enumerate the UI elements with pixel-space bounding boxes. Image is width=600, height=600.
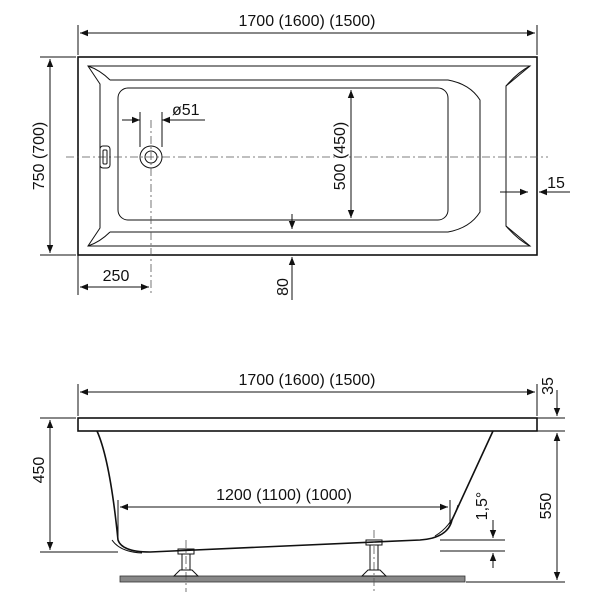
top-view: 1700 (1600) (1500) 750 (700) 500 (450) ø… bbox=[31, 13, 570, 300]
top-length-label: 1700 (1600) (1500) bbox=[239, 13, 376, 30]
inner-width-label: 500 (450) bbox=[332, 122, 349, 191]
drain-diameter-label: ø51 bbox=[172, 102, 200, 119]
tub-bottom bbox=[117, 87, 449, 221]
overflow-icon bbox=[99, 145, 111, 169]
side-view: 1700 (1600) (1500) 35 450 550 1200 (1100… bbox=[31, 372, 565, 592]
drain-offset-label: 250 bbox=[103, 268, 130, 285]
tub-bowl-outline bbox=[87, 65, 532, 247]
tub-outer-rim bbox=[77, 56, 538, 256]
rim-width-label: 80 bbox=[275, 278, 292, 296]
top-width-label: 750 (700) bbox=[31, 122, 48, 191]
total-height-label: 550 bbox=[538, 493, 555, 520]
floor-plate bbox=[119, 575, 466, 583]
rim-thickness-label: 35 bbox=[540, 377, 557, 395]
left-foot bbox=[172, 540, 200, 592]
slope-label: 1,5° bbox=[474, 492, 491, 521]
edge-label: 15 bbox=[547, 175, 565, 192]
side-length-label: 1700 (1600) (1500) bbox=[239, 372, 376, 389]
right-foot bbox=[360, 530, 388, 592]
inner-length-label: 1200 (1100) (1000) bbox=[216, 487, 352, 504]
depth-label: 450 bbox=[31, 457, 48, 484]
tub-rim-slab bbox=[77, 417, 538, 432]
tub-body-profile bbox=[96, 430, 494, 553]
